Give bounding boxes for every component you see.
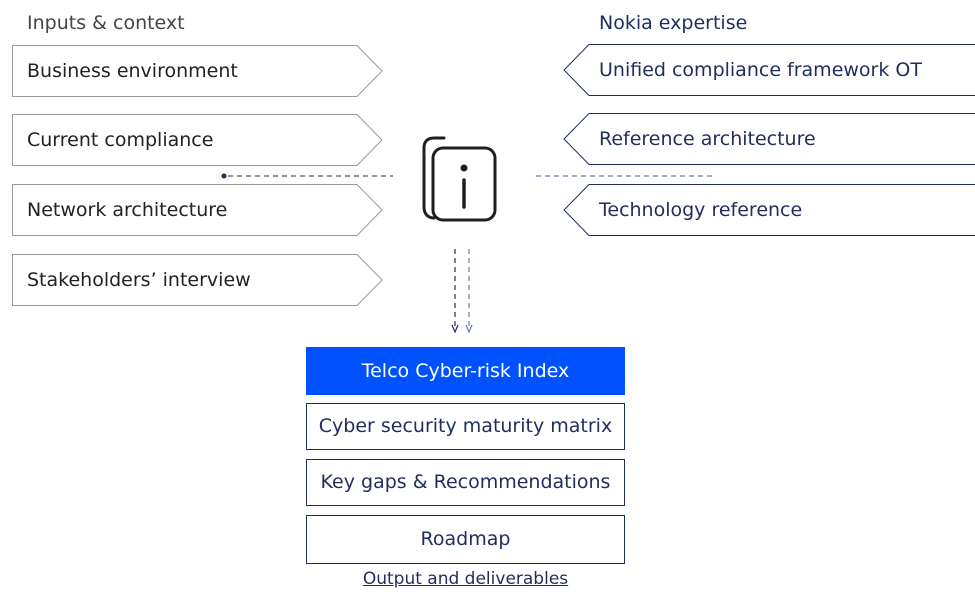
input-tag-label: Stakeholders’ interview xyxy=(27,269,251,291)
input-tag-label: Business environment xyxy=(27,60,238,82)
tag-outline-right-arrow xyxy=(12,114,383,166)
input-tag-label: Current compliance xyxy=(27,129,214,151)
tag-outline-left-arrow xyxy=(563,44,975,96)
document-info-icon xyxy=(422,136,497,222)
output-key-gaps-recommendations: Key gaps & Recommendations xyxy=(306,459,625,506)
tag-outline-right-arrow xyxy=(12,184,383,236)
inputs-heading: Inputs & context xyxy=(27,12,185,34)
input-tag-label: Network architecture xyxy=(27,199,228,221)
tag-outline-right-arrow xyxy=(12,254,383,306)
down-arrowhead-dark xyxy=(451,324,459,334)
tag-outline-left-arrow xyxy=(563,113,975,165)
expertise-tag-label: Technology reference xyxy=(599,199,803,221)
input-tag-network-architecture: Network architecture xyxy=(12,184,383,236)
output-cyber-security-maturity-matrix: Cyber security maturity matrix xyxy=(306,403,625,450)
input-tag-current-compliance: Current compliance xyxy=(12,114,383,166)
outputs-footer-caption: Output and deliverables xyxy=(362,569,569,589)
down-arrowhead-light xyxy=(465,324,473,334)
input-tag-stakeholders-interview: Stakeholders’ interview xyxy=(12,254,383,306)
tag-outline-left-arrow xyxy=(563,184,975,236)
input-tag-business-environment: Business environment xyxy=(12,45,383,97)
output-telco-cyber-risk-index: Telco Cyber-risk Index xyxy=(306,347,625,395)
connector-start-dot xyxy=(221,173,227,179)
output-roadmap: Roadmap xyxy=(306,515,625,564)
tag-outline-right-arrow xyxy=(12,45,383,97)
expertise-tag-label: Reference architecture xyxy=(599,128,816,150)
expertise-tag-label: Unified compliance framework OT xyxy=(599,59,922,81)
expertise-tag-reference-architecture: Reference architecture xyxy=(562,113,975,165)
expertise-tag-technology-reference: Technology reference xyxy=(562,184,975,236)
expertise-tag-unified-compliance: Unified compliance framework OT xyxy=(562,44,975,96)
expertise-heading: Nokia expertise xyxy=(599,12,748,34)
